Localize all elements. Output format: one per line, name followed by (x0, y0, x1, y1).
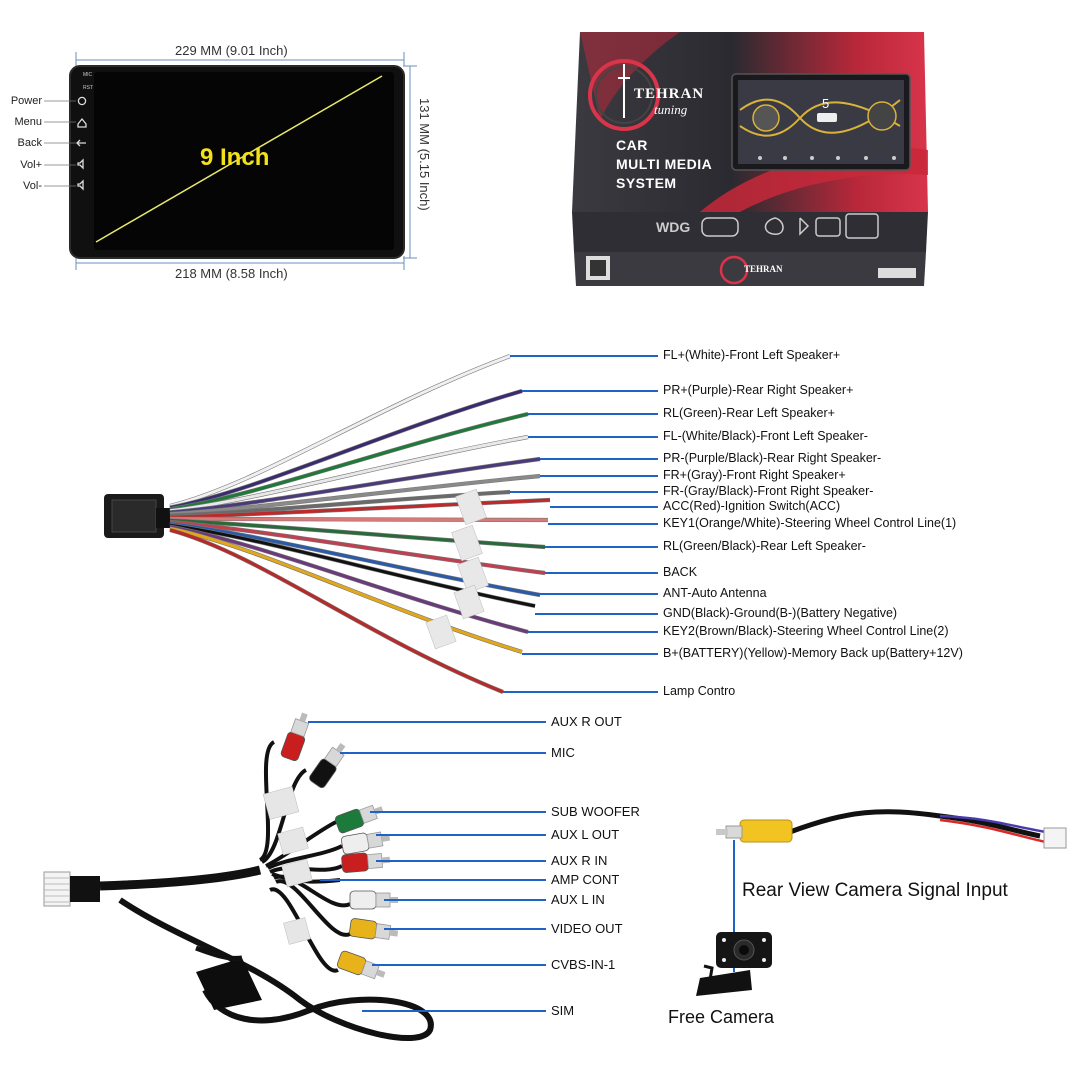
rca-plug (349, 890, 398, 910)
harness-wire (169, 520, 546, 575)
box-upper-band (572, 212, 928, 252)
harness-wire (169, 389, 523, 510)
harness-wire (169, 518, 546, 549)
rst-tag: RST (83, 85, 93, 91)
rca-cable (267, 844, 343, 870)
harness-wire-label: FR+(Gray)-Front Right Speaker+ (663, 468, 846, 482)
rca-cable (273, 874, 351, 908)
rca-cable (260, 768, 308, 864)
box-brand-line1: TEHRAN (634, 86, 705, 102)
harness-wire (169, 523, 536, 608)
camera-signal-label: Rear View Camera Signal Input (742, 880, 1008, 901)
rca-label: SUB WOOFER (551, 804, 640, 819)
harness-wire-label: ANT-Auto Antenna (663, 586, 767, 600)
rca-label: CVBS-IN-1 (551, 957, 616, 972)
harness-wire (169, 498, 551, 519)
harness-wire (169, 528, 504, 694)
harness-wire (169, 474, 541, 516)
camera-mount (696, 970, 752, 996)
vol-down-button-label: Vol- (23, 180, 42, 192)
rca-plug (349, 918, 399, 940)
harness-wire-label: RL(Green)-Rear Left Speaker+ (663, 406, 835, 420)
harness-wire (169, 525, 529, 634)
rca-label: AUX L OUT (551, 827, 620, 842)
volume-down-icon (77, 179, 84, 191)
harness-wire-label: BACK (663, 565, 698, 579)
back-icon (76, 139, 86, 147)
power-button-label: Power (10, 95, 42, 107)
rca-label: SIM (551, 1003, 575, 1018)
harness-wire-label: PR-(Purple/Black)-Rear Right Speaker- (663, 451, 882, 465)
harness-wire (169, 435, 529, 513)
harness-wire-label: PR+(Purple)-Rear Right Speaker+ (663, 383, 854, 397)
svg-text:WDG: WDG (656, 219, 690, 235)
harness-wire-label: FL-(White/Black)-Front Left Speaker- (663, 429, 868, 443)
harness-wire (169, 354, 511, 508)
back-button-label: Back (17, 137, 42, 149)
rca-plug (341, 852, 391, 873)
harness-wire-label: KEY1(Orange/White)-Steering Wheel Contro… (663, 516, 957, 530)
rca-label: VIDEO OUT (551, 921, 623, 936)
mic-tag: MIC (83, 72, 93, 78)
vol-up-button-label: Vol+ (20, 159, 42, 171)
rca-label: AUX R OUT (551, 714, 622, 729)
harness-wire-label: ACC(Red)-Ignition Switch(ACC) (663, 499, 841, 513)
harness-wire (169, 457, 541, 514)
rca-label: AUX L IN (551, 892, 605, 907)
rca-plug (341, 831, 391, 855)
harness-wire-label: Lamp Contro (663, 684, 736, 698)
box-screen-clock: 5 (822, 96, 830, 111)
box-brand-line2: tuning (654, 102, 688, 117)
sim-module (196, 958, 262, 1010)
power-icon (77, 96, 87, 106)
harness-wire (169, 412, 529, 511)
camera-rca-plug (739, 819, 793, 843)
box-side-brand: TEHRAN (744, 264, 783, 274)
harness-wire-label: FR-(Gray/Black)-Front Right Speaker- (663, 484, 874, 498)
box-tagline-1: CAR (616, 137, 648, 153)
head-unit-screen (94, 72, 394, 250)
harness-wire-label: GND(Black)-Ground(B-)(Battery Negative) (663, 606, 898, 620)
box-tagline-2: MULTI MEDIA (616, 156, 713, 172)
screen-size-label: 9 Inch (200, 144, 270, 171)
harness-wire-label: B+(BATTERY)(Yellow)-Memory Back up(Batte… (663, 646, 963, 660)
harness-wire (169, 526, 523, 654)
harness-wire (169, 490, 511, 518)
volume-up-icon (77, 158, 84, 170)
rca-cable (275, 879, 351, 937)
rca-plug (309, 742, 346, 789)
camera-signal-cable (789, 809, 1041, 839)
harness-wire-label: FL+(White)-Front Left Speaker+ (663, 348, 841, 362)
bottom-width-dimension: 218 MM (8.58 Inch) (175, 266, 288, 281)
rca-label: MIC (551, 745, 575, 760)
screen-diagonal (95, 75, 383, 243)
rca-label: AMP CONT (551, 872, 620, 887)
top-width-dimension: 229 MM (9.01 Inch) (175, 43, 288, 58)
box-tagline-3: SYSTEM (616, 175, 677, 191)
camera-label: Free Camera (668, 1007, 775, 1027)
harness-wire-label: KEY2(Brown/Black)-Steering Wheel Control… (663, 624, 949, 638)
harness-wire (169, 517, 549, 522)
rca-label: AUX R IN (551, 853, 608, 868)
box-front-face (574, 252, 926, 286)
home-icon (77, 117, 87, 128)
menu-button-label: Menu (14, 116, 42, 128)
rca-plug (280, 712, 310, 762)
harness-wire-label: RL(Green/Black)-Rear Left Speaker- (663, 539, 866, 553)
